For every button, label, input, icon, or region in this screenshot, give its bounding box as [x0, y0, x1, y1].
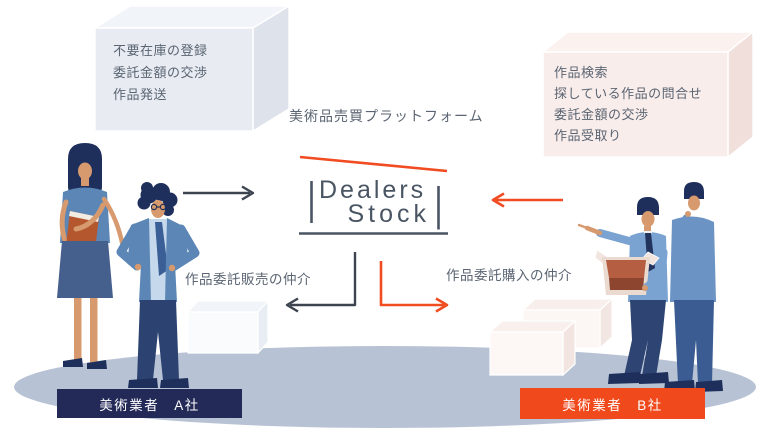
buyer-process-list: 作品検索 探している作品の問合せ 委託金額の交渉 作品受取り — [554, 62, 702, 146]
logo-word-dealers: Dealers — [319, 176, 427, 204]
sell-flow-label: 作品委託販売の仲介 — [185, 272, 311, 287]
company-a-badge: 美術業者 A社 — [57, 389, 242, 418]
dealers-stock-logo-marks — [299, 155, 448, 235]
buyer-process-item: 作品受取り — [554, 128, 622, 143]
glasses-icon — [150, 203, 167, 211]
open-box-icon — [594, 249, 660, 295]
arrow-platform-to-seller — [285, 252, 357, 313]
seller-process-item: 不要在庫の登録 — [113, 43, 208, 58]
small-pink-cube-front — [488, 319, 577, 377]
seller-process-cube — [92, 4, 292, 133]
buyer-man-pointing-illustration — [577, 197, 669, 384]
buyer-process-item: 作品検索 — [554, 65, 609, 80]
buyer-process-item: 委託金額の交渉 — [554, 107, 649, 122]
seller-process-item: 作品発送 — [113, 87, 168, 102]
seller-man-illustration — [116, 182, 200, 388]
arrow-platform-to-buyer — [379, 261, 449, 313]
small-white-cube — [186, 299, 270, 355]
platform-title: 美術品売買プラットフォーム — [289, 108, 484, 124]
arrow-buyer-to-platform — [491, 192, 563, 208]
buy-flow-label: 作品委託購入の仲介 — [446, 268, 572, 283]
buyer-process-item: 探している作品の問合せ — [554, 86, 703, 101]
buyer-process-cube — [541, 30, 755, 159]
seller-process-item: 委託金額の交渉 — [113, 65, 208, 80]
arrow-seller-to-platform — [183, 185, 255, 201]
buyer-man-thinking-illustration — [664, 182, 723, 392]
seller-process-list: 不要在庫の登録 委託金額の交渉 作品発送 — [113, 40, 208, 106]
company-b-badge: 美術業者 B社 — [520, 388, 705, 419]
logo-word-stock: Stock — [347, 200, 430, 228]
logo-red-line — [299, 155, 448, 173]
seller-woman-illustration — [57, 143, 126, 369]
